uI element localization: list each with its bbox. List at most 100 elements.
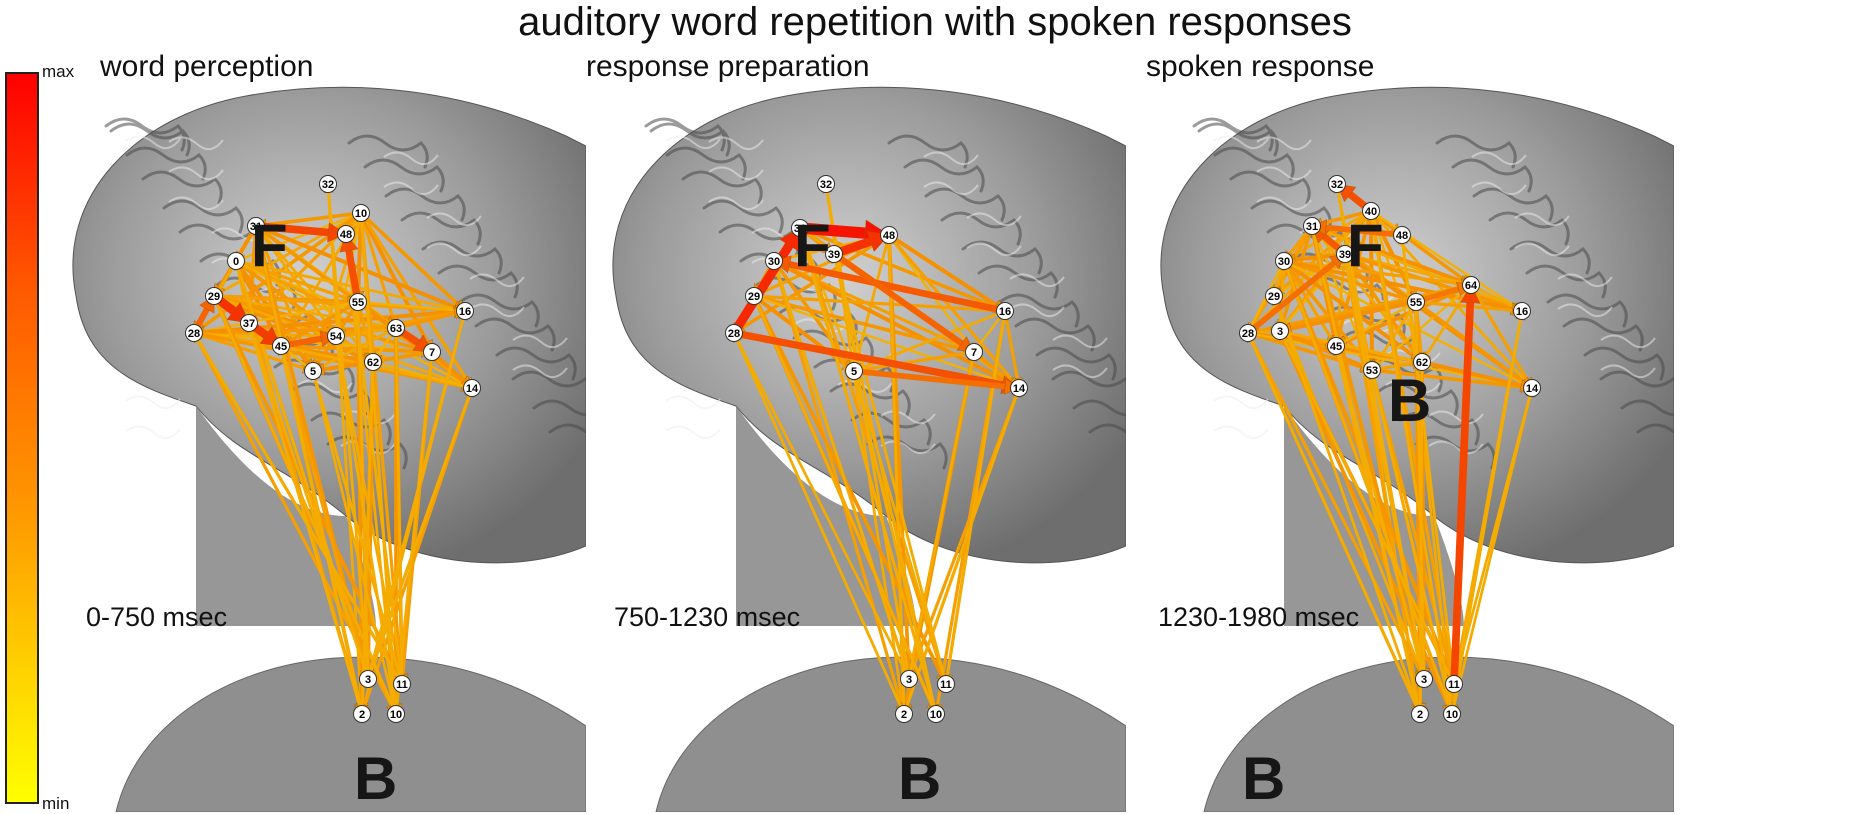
connection-edge [1310, 224, 1424, 671]
connection-edge [1312, 233, 1422, 716]
electrode-node [817, 175, 835, 193]
electrode-node [364, 353, 382, 371]
electrode-node [337, 225, 355, 243]
electrode-label: 10 [930, 709, 942, 721]
electrode-node [791, 219, 809, 237]
connection-edge [752, 294, 998, 313]
connection-arrowhead [327, 222, 347, 243]
electrode-label: 48 [340, 229, 352, 241]
electrode-label: 39 [1339, 249, 1351, 261]
connection-edge [1414, 300, 1515, 312]
colorbar-max-label: max [42, 62, 75, 81]
electrode-label: 5 [310, 366, 316, 378]
electrode-node [1443, 705, 1461, 723]
electrode-node [1239, 324, 1257, 342]
electrode-label: 62 [367, 357, 379, 369]
electrode-node [1303, 217, 1321, 235]
electrode-label: 48 [1396, 230, 1408, 242]
electrode-label: 11 [940, 679, 952, 691]
electrode-label: 28 [1242, 328, 1254, 340]
electrode-label: 3 [1421, 674, 1427, 686]
panel-title: response preparation [586, 50, 870, 83]
connection-edge [1469, 283, 1529, 382]
electrode-label: 53 [1366, 365, 1378, 377]
electrode-node [349, 293, 367, 311]
electrode-label: 16 [459, 306, 471, 318]
electrode-label: 5 [851, 366, 857, 378]
electrode-label: 14 [1013, 383, 1026, 395]
connection-edge [1425, 283, 1473, 356]
panel-title: word perception [100, 50, 314, 83]
electrode-node [319, 175, 337, 193]
electrode-label: 0 [233, 256, 239, 268]
electrode-node [304, 362, 322, 380]
connection-edge [281, 353, 364, 716]
connection-edge [356, 300, 459, 312]
electrode-node [937, 675, 955, 693]
region-label-b: B [1242, 745, 1286, 812]
connection-edge [800, 234, 938, 716]
electrode-node [272, 337, 290, 355]
connection-edge [360, 220, 398, 716]
electrode-node [1327, 337, 1345, 355]
connection-edge [394, 359, 433, 716]
connection-edge [730, 329, 1007, 389]
connection-edge [1282, 259, 1464, 286]
electrode-node [327, 327, 345, 345]
electrode-node [387, 319, 405, 337]
connection-edge [1285, 267, 1454, 716]
connection-edge [371, 360, 466, 388]
electrode-node [1513, 302, 1531, 320]
electrode-label: 7 [971, 347, 977, 359]
connection-edge [197, 339, 404, 686]
connection-edge [288, 300, 360, 343]
electrode-label: 7 [429, 347, 435, 359]
electrode-label: 29 [1268, 291, 1280, 303]
electrode-node [825, 245, 843, 263]
electrode-label: 2 [1417, 709, 1423, 721]
electrode-node [352, 204, 370, 222]
electrode-node [1411, 705, 1429, 723]
electrode-node [353, 705, 371, 723]
connection-edge [359, 211, 395, 321]
connection-edge [1343, 252, 1421, 707]
connection-edge [854, 377, 938, 716]
electrode-label: 64 [1465, 280, 1478, 292]
connection-edge [1250, 339, 1422, 716]
electrode-label: 10 [1446, 709, 1458, 721]
electrode-node [1336, 245, 1354, 263]
connection-edge [830, 250, 965, 347]
electrode-label: 29 [748, 291, 760, 303]
electrode-label: 37 [243, 318, 255, 330]
panel-title: spoken response [1146, 50, 1375, 83]
electrode-node [456, 302, 474, 320]
electrode-node [1275, 252, 1293, 270]
connection-arrowhead [339, 233, 359, 253]
region-label-b: B [1388, 367, 1432, 434]
connection-edge [394, 311, 457, 330]
colorbar-min-label: min [42, 794, 70, 813]
electrode-node [1271, 322, 1289, 340]
electrode-node [1523, 379, 1541, 397]
electrode-label: 11 [1448, 679, 1460, 691]
electrode-label: 2 [901, 709, 907, 721]
region-label-frontal: F [794, 212, 831, 279]
region-label-frontal: F [1347, 212, 1384, 279]
connection-edge [798, 226, 998, 309]
electrode-label: 10 [355, 208, 367, 220]
region-label-frontal: F [251, 212, 288, 279]
connection-edge [237, 267, 370, 681]
electrode-label: 54 [330, 331, 343, 343]
electrode-node [845, 362, 863, 380]
electrode-label: 31 [794, 223, 806, 235]
region-label-b: B [898, 745, 942, 812]
electrode-node [463, 379, 481, 397]
electrode-label: 48 [883, 230, 895, 242]
electrode-node [1363, 361, 1381, 379]
figure-title: auditory word repetition with spoken res… [518, 0, 1352, 44]
electrode-node [240, 314, 258, 332]
electrode-label: 11 [396, 679, 408, 691]
connection-edge [1003, 309, 1019, 381]
